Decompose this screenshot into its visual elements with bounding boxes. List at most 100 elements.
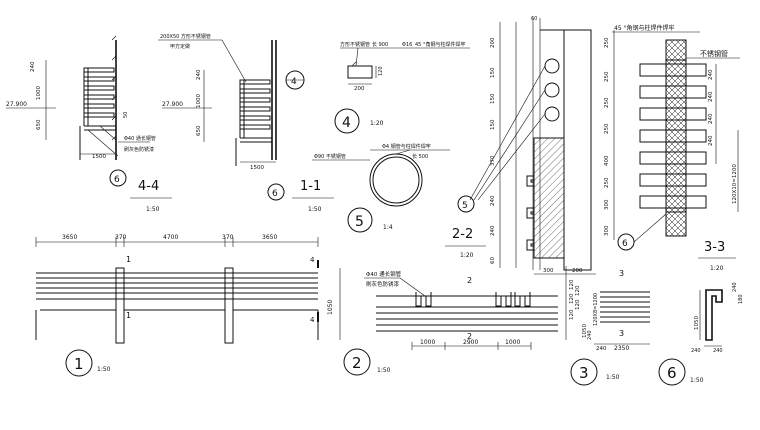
view-2-hdim-6: 1050 <box>582 324 588 338</box>
section-4-4-scale: 1:50 <box>146 206 160 213</box>
section-3-3-title: 3-3 <box>704 240 725 255</box>
detail-5-pipe-outer <box>369 153 423 207</box>
view-3-mark-top: 3 <box>619 269 624 278</box>
section-1-1-title: 1-1 <box>300 179 321 194</box>
section-3-3-ldim-8: 300 <box>604 225 610 236</box>
detail-5: Φ4 钢管与柱焊件焊牢 长 500 Φ90 不锈钢管 5 1:4 <box>312 143 450 233</box>
section-1-1-note-2: 甲方定做 <box>170 43 190 50</box>
section-4-4-title: 4-4 <box>138 179 159 194</box>
section-1-1-detail-ref-bottom: 6 <box>272 189 278 199</box>
section-3-3-rdim-4: 240 <box>708 135 714 146</box>
section-2-2-ldim-2: 150 <box>490 67 496 78</box>
section-2-2-ldim-7: 240 <box>490 225 496 236</box>
section-3-3-rdim-2: 240 <box>708 91 714 102</box>
view-3-hdim-1: 120X8=1200 <box>593 293 599 326</box>
section-3-3-label: 不锈钢管 <box>700 49 728 58</box>
section-3-3-detail-ref: 6 <box>622 239 628 249</box>
section-3-3-column-overlay <box>665 59 687 213</box>
section-3-3-ldim-1: 250 <box>604 37 610 48</box>
view-2-hdim-2: 120 <box>575 285 581 296</box>
view-2-dim-2: 2900 <box>463 339 478 346</box>
section-4-4-dim-1: 240 <box>30 61 36 72</box>
view-1-dim-4: 370 <box>222 234 234 241</box>
detail-6-rdim-2: 180 <box>738 294 744 304</box>
view-2-hdim-4: 120 <box>575 299 581 310</box>
section-3-3-ldim-3: 250 <box>604 97 610 108</box>
section-4-4-note-1: Φ40 通长钢管 <box>124 135 156 142</box>
detail-6-scale: 1:50 <box>690 377 704 384</box>
section-1-1-detail-ref-bottom-circle <box>267 183 285 201</box>
detail-4-note-4: 45 °角钢与柱焊件焊牢 <box>415 41 465 48</box>
section-4-4-dim-4: 1500 <box>92 154 106 160</box>
section-2-2-ldim-5: 370 <box>490 155 496 166</box>
view-3-dim-2: 2350 <box>614 345 629 352</box>
view-2-mark-bottom: 2 <box>467 332 472 341</box>
view-1-elevation: 3650 370 4700 370 3650 1 1 4 4 1050 1 1:… <box>35 234 341 377</box>
detail-4-number-circle <box>334 108 360 134</box>
detail-5-scale: 1:4 <box>383 224 393 231</box>
view-1-mark-top: 1 <box>126 255 131 264</box>
detail-4-number: 4 <box>342 115 351 131</box>
view-3-scale: 1:50 <box>606 374 620 381</box>
view-1-number: 1 <box>74 355 84 373</box>
view-1-number-circle <box>65 349 93 377</box>
detail-4-dim-1: 120 <box>378 66 384 76</box>
view-1-scale: 1:50 <box>97 366 111 373</box>
view-3-hdim-3: 240 <box>587 330 593 340</box>
section-3-3-rdim-3: 240 <box>708 113 714 124</box>
section-2-2-bdim-2: 200 <box>572 268 583 274</box>
section-3-3-header-note: 45 °角钢与柱焊件焊牢 <box>614 24 675 32</box>
section-3-3-scale: 1:20 <box>710 265 724 272</box>
view-2-mark-top: 2 <box>467 276 472 285</box>
view-3-elevation: 3 3 240 2350 120X8=1200 240 3 1:50 <box>570 269 650 386</box>
view-1-mark-bottom: 1 <box>126 311 131 320</box>
view-2-dim-1: 1000 <box>420 339 435 346</box>
detail-6-number: 6 <box>667 364 677 382</box>
section-3-3-rdim-1: 240 <box>708 69 714 80</box>
view-1-mark-right-top: 4 <box>310 256 315 264</box>
section-2-2-ldim-6: 240 <box>490 195 496 206</box>
detail-4-note-3: Φ16 <box>402 42 412 48</box>
section-2-2-bdim-1: 300 <box>543 268 554 274</box>
detail-4-note-2: 长 900 <box>372 41 388 48</box>
detail-5-number-circle <box>347 207 373 233</box>
detail-4: 方形不锈钢管 长 900 Φ16 45 °角钢与柱焊件焊牢 120 200 4 … <box>334 41 470 134</box>
section-1-1-dim-2: 1000 <box>196 94 202 108</box>
detail-6: 1050 240 180 240 240 6 1:50 <box>658 282 744 386</box>
detail-6-bdim-1: 240 <box>691 348 701 354</box>
section-4-4-dim-5: 50 <box>123 112 129 118</box>
view-3-dim-1: 240 <box>596 346 607 352</box>
view-2-dim-3: 1000 <box>505 339 520 346</box>
section-2-2-ldim-4: 150 <box>490 119 496 130</box>
detail-5-note-1: Φ90 不锈钢管 <box>314 153 346 160</box>
section-2-2-ldim-8: 60 <box>490 257 496 264</box>
detail-6-number-circle <box>658 358 686 386</box>
section-3-3-ldim-5: 400 <box>604 155 610 166</box>
detail-6-rdim-1: 240 <box>732 282 738 292</box>
detail-4-dim-2: 200 <box>354 86 365 92</box>
detail-6-bdim-2: 240 <box>713 348 723 354</box>
view-2-hdim-3: 120 <box>569 293 575 304</box>
section-2-2-ldim-3: 150 <box>490 93 496 104</box>
section-2-2-detail-ref-circle <box>457 195 475 213</box>
section-1-1-detail-ref-top: 4 <box>291 77 297 87</box>
view-2-note-2: 刷灰色防锈漆 <box>366 280 400 288</box>
section-2-2-detail-ref: 5 <box>462 201 468 211</box>
view-3-number-circle <box>570 358 598 386</box>
section-1-1-scale: 1:50 <box>308 206 322 213</box>
section-4-4-detail-ref-circle <box>109 169 127 187</box>
view-1-dim-5: 3650 <box>262 234 277 241</box>
view-1-mark-right-bottom: 4 <box>310 316 315 324</box>
section-4-4-note-2: 刷灰色防锈漆 <box>124 146 154 153</box>
section-4-4-dim-3: 650 <box>36 119 42 130</box>
detail-5-note-2: Φ4 钢管与柱焊件焊牢 <box>382 143 431 150</box>
view-1-dim-3: 4700 <box>163 234 178 241</box>
section-1-1-dim-4: 1500 <box>250 165 264 171</box>
view-2-number: 2 <box>352 354 362 372</box>
detail-5-pipe-inner <box>372 156 420 204</box>
section-1-1-elevation: 27.900 <box>162 101 183 108</box>
view-3-number: 3 <box>579 364 589 382</box>
section-3-3-ldim-2: 250 <box>604 71 610 82</box>
section-4-4-dim-2: 1000 <box>36 86 42 100</box>
